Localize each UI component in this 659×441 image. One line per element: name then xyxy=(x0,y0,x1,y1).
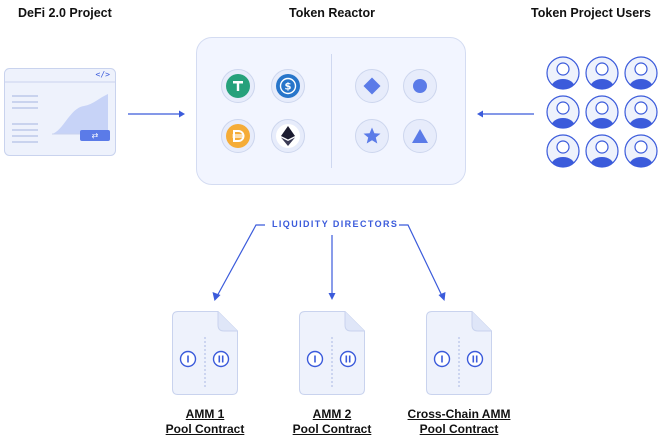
defi-project-title: DeFi 2.0 Project xyxy=(18,6,112,20)
tether-icon xyxy=(221,69,255,103)
triangle-token-icon xyxy=(403,119,437,153)
liquidity-directors-label: LIQUIDITY DIRECTORS xyxy=(272,219,399,229)
users-graphic xyxy=(546,56,658,168)
token-project-users-grid xyxy=(546,56,659,170)
pool-caption-line2: Pool Contract xyxy=(419,422,499,436)
svg-text:$: $ xyxy=(285,82,292,93)
user-avatar-icon xyxy=(546,56,580,90)
swap-icon: ⇄ xyxy=(91,131,99,140)
user-avatar-icon xyxy=(624,95,658,129)
pool-caption-amm1: AMM 1 Pool Contract xyxy=(166,407,245,437)
liquidity-directors-arrows xyxy=(212,224,446,301)
pool-caption-line2: Pool Contract xyxy=(292,422,372,436)
usdc-icon: $ xyxy=(271,69,305,103)
pool-caption-line1: AMM 1 xyxy=(185,407,225,421)
swap-button: ⇄ xyxy=(80,130,110,141)
circle-token-icon xyxy=(403,69,437,103)
user-avatar-icon xyxy=(546,134,580,168)
user-avatar-icon xyxy=(624,134,658,168)
pool-caption-line1: AMM 2 xyxy=(312,407,352,421)
defi-project-window: </> ⇄ xyxy=(4,68,116,156)
user-avatar-icon xyxy=(585,95,619,129)
token-reactor-title: Token Reactor xyxy=(289,6,375,20)
pool-contract-document-icon xyxy=(172,311,238,400)
code-icon: </> xyxy=(95,70,110,79)
pool-contract-document-icon xyxy=(426,311,492,400)
diamond-token-icon xyxy=(355,69,389,103)
pool-caption-line1: Cross-Chain AMM xyxy=(407,407,511,421)
user-avatar-icon xyxy=(546,95,580,129)
ethereum-icon xyxy=(271,119,305,153)
reactor-divider xyxy=(331,54,332,168)
token-reactor-panel: $ xyxy=(196,37,466,185)
star-token-icon xyxy=(355,119,389,153)
pool-caption-cross-chain: Cross-Chain AMM Pool Contract xyxy=(408,407,511,437)
user-avatar-icon xyxy=(585,56,619,90)
arrow-users-to-reactor xyxy=(477,110,534,118)
arrow-project-to-reactor xyxy=(128,110,185,118)
token-users-title: Token Project Users xyxy=(531,6,651,20)
pool-caption-amm2: AMM 2 Pool Contract xyxy=(293,407,372,437)
pool-contract-document-icon xyxy=(299,311,365,400)
user-avatar-icon xyxy=(624,56,658,90)
project-window-graphic xyxy=(4,68,116,156)
dai-icon xyxy=(221,119,255,153)
user-avatar-icon xyxy=(585,134,619,168)
pool-caption-line2: Pool Contract xyxy=(165,422,245,436)
